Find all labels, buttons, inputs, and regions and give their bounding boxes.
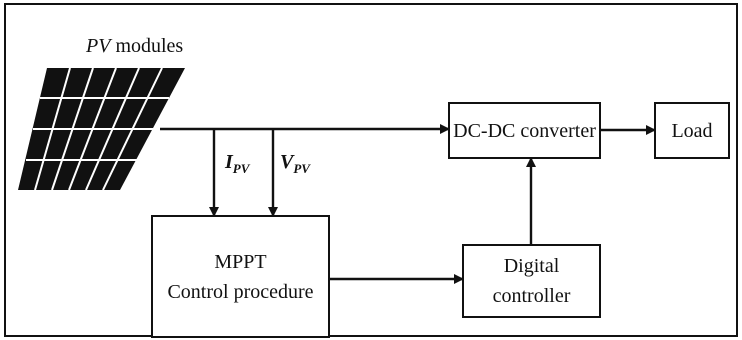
load-label: Load (671, 120, 712, 142)
dc-dc-converter-box (448, 102, 601, 159)
load-box (654, 102, 730, 159)
pv-modules-icon (18, 67, 185, 191)
voltage-label: VPV (280, 151, 311, 176)
digital-controller-box (462, 244, 601, 318)
dc-dc-converter-label: DC-DC converter (453, 120, 596, 142)
diagram-frame (4, 3, 738, 337)
current-label: IPV (224, 151, 251, 176)
digital-label: Digital (504, 255, 560, 277)
mppt-control-box (151, 215, 330, 338)
control-procedure-label: Control procedure (167, 281, 313, 303)
controller-label: controller (493, 285, 571, 307)
pv-modules-label: PV modules (85, 35, 183, 57)
mppt-label: MPPT (214, 251, 266, 273)
